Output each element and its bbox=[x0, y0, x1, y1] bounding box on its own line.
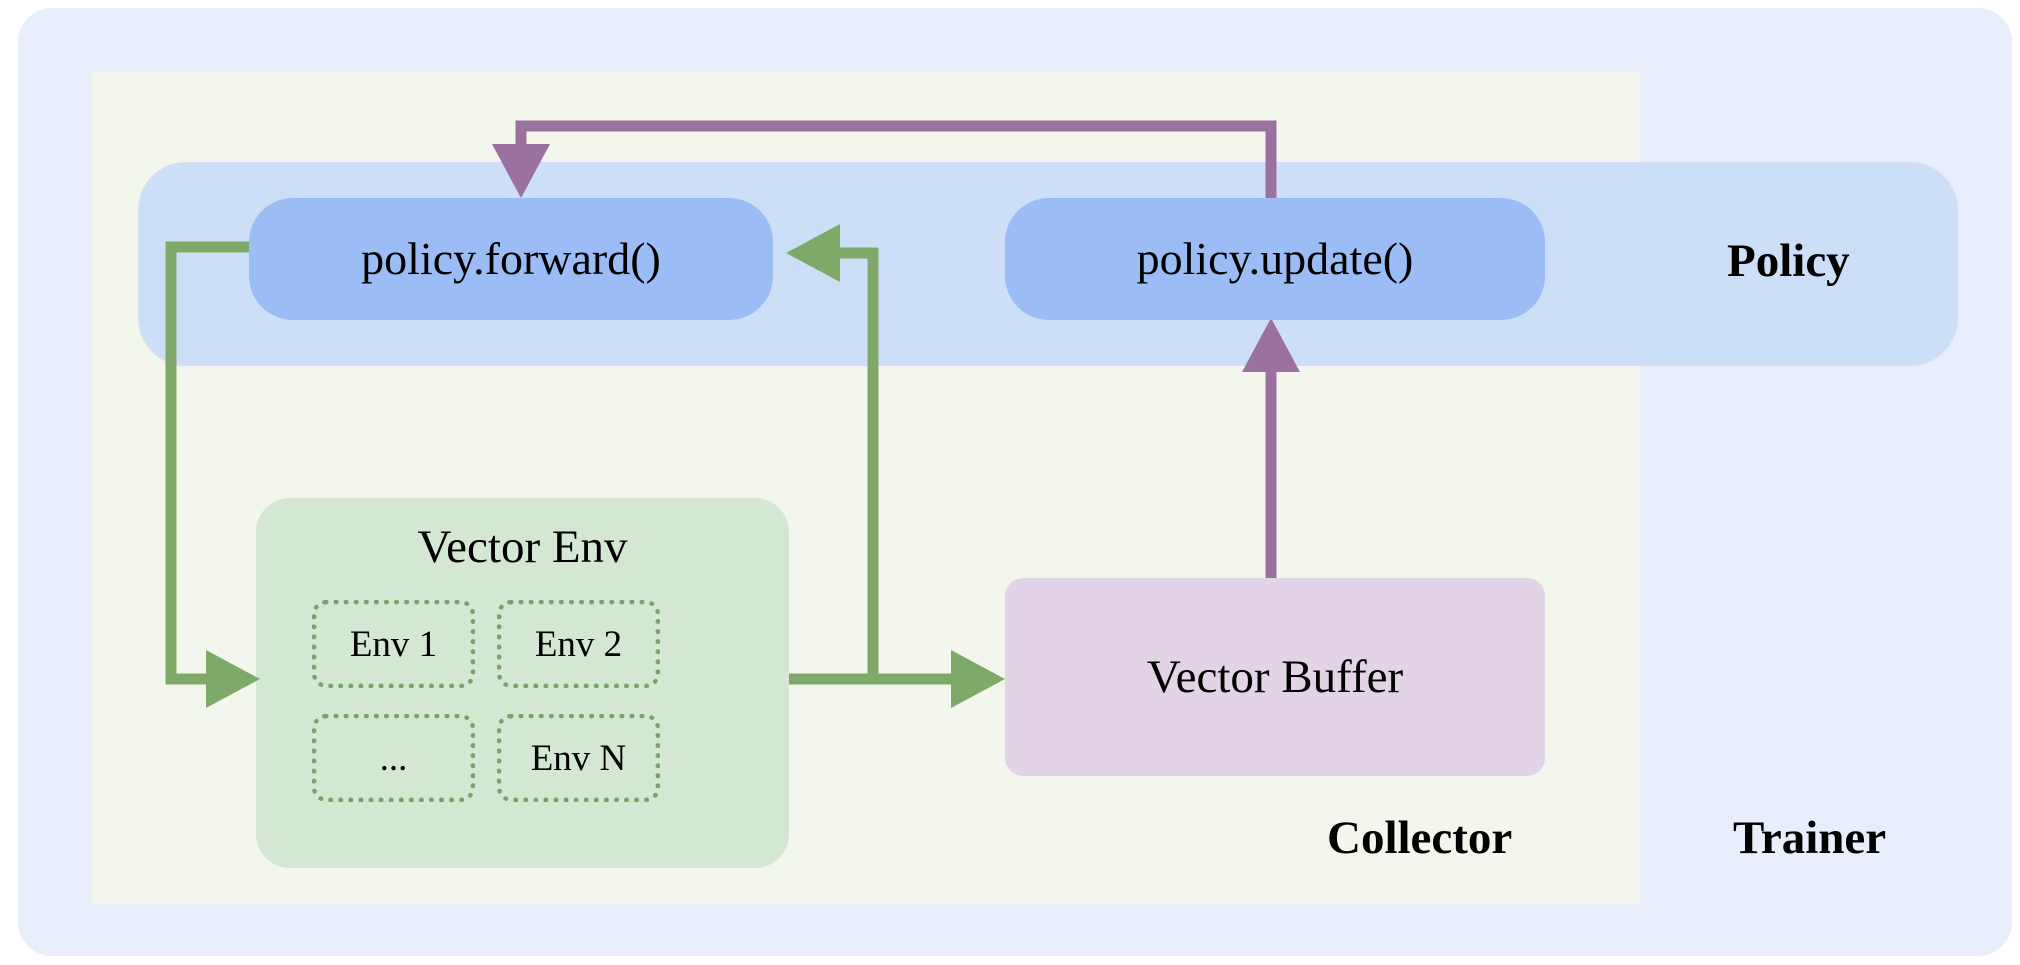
trainer-caption: Trainer bbox=[1733, 812, 1887, 864]
policy-update-node: policy.update() bbox=[1005, 198, 1545, 320]
vector-buffer-node: Vector Buffer bbox=[1005, 578, 1545, 776]
collector-caption: Collector bbox=[1327, 812, 1513, 864]
env-cell-1: Env 1 bbox=[312, 600, 475, 688]
policy-caption: Policy bbox=[1727, 235, 1850, 287]
env-cell-ellipsis: ... bbox=[312, 714, 475, 802]
env-grid: Env 1 Env 2 ... Env N bbox=[312, 600, 740, 802]
env-cell-2: Env 2 bbox=[497, 600, 660, 688]
env-cell-n: Env N bbox=[497, 714, 660, 802]
vector-env-group: Vector Env Env 1 Env 2 ... Env N bbox=[256, 498, 789, 868]
vector-env-label: Vector Env bbox=[417, 521, 628, 573]
policy-forward-node: policy.forward() bbox=[249, 198, 773, 320]
